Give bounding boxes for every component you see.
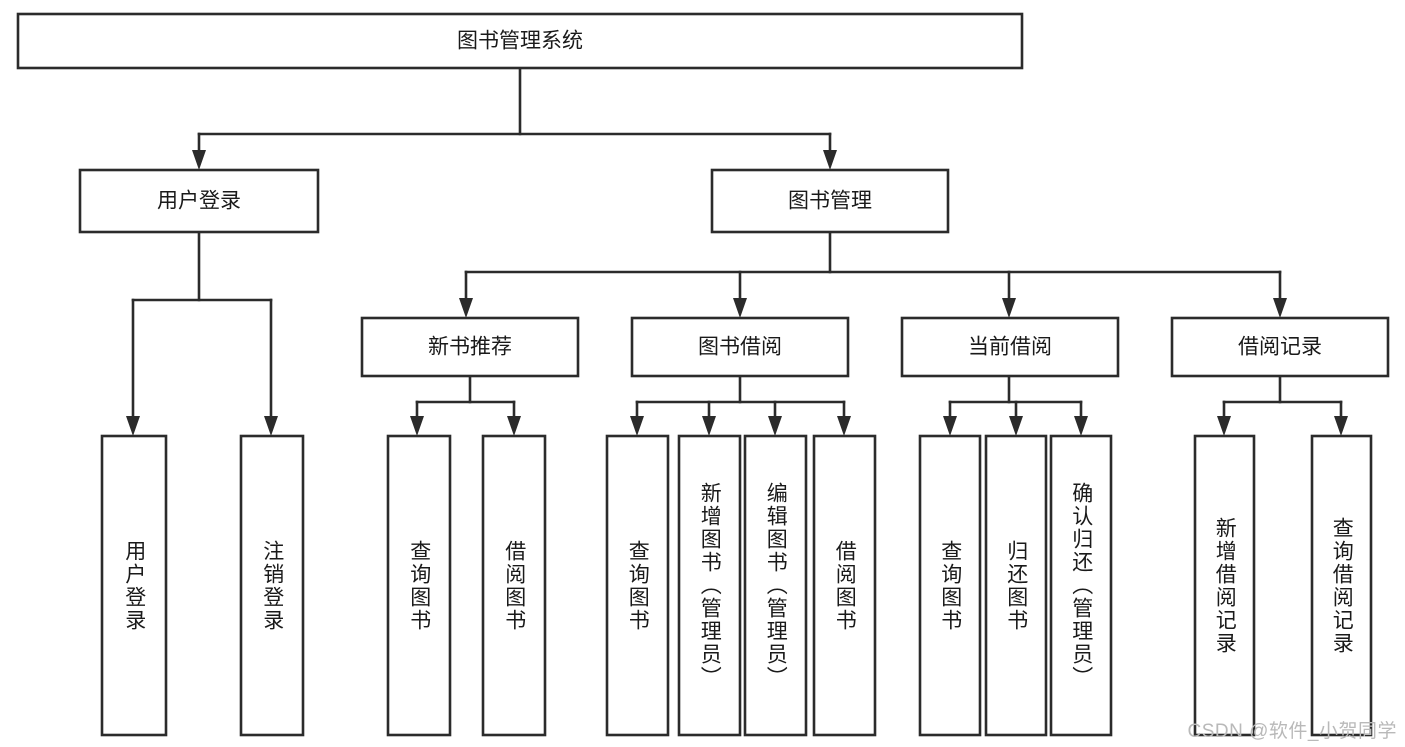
node-box-leaf-add-borrow-record[interactable] [1193, 434, 1256, 737]
arrow-leaf-return-icon [1009, 416, 1023, 436]
node-box-leaf-borrow-books-recommend[interactable] [481, 434, 547, 737]
node-box-leaf-query-books-borrow[interactable] [605, 434, 670, 737]
node-box-leaf-confirm-return-admin[interactable] [1049, 434, 1113, 737]
node-box-leaf-query-books-recommend[interactable] [386, 434, 452, 737]
arrow-leaf-query-record-icon [1334, 416, 1348, 436]
node-label-root: 图书管理系统 [457, 30, 583, 53]
node-box-leaf-add-book-admin[interactable] [677, 434, 742, 737]
arrow-leaf-confirm-return-icon [1074, 416, 1088, 436]
node-label-new-book-recommend: 新书推荐 [428, 336, 512, 359]
node-box-leaf-user-login[interactable] [100, 434, 168, 737]
arrow-leaf-query-borrow-icon [630, 416, 644, 436]
node-label-current-borrow: 当前借阅 [968, 336, 1052, 359]
arrow-current-icon [1002, 298, 1016, 318]
node-box-book-borrow[interactable] [630, 316, 850, 378]
node-label-book-borrow: 图书借阅 [698, 336, 782, 359]
arrow-records-icon [1273, 298, 1287, 318]
arrow-leaf-add-book-icon [702, 416, 716, 436]
arrow-leaf-add-record-icon [1217, 416, 1231, 436]
node-box-leaf-logout-login[interactable] [239, 434, 305, 737]
node-box-leaf-query-borrow-record[interactable] [1310, 434, 1373, 737]
node-box-new-book-recommend[interactable] [360, 316, 580, 378]
arrow-leaf-query-current-icon [943, 416, 957, 436]
arrow-leaf-borrow-rec-icon [507, 416, 521, 436]
node-box-book-management[interactable] [710, 168, 950, 234]
arrowheads-layer [126, 150, 1348, 436]
node-box-user-login[interactable] [78, 168, 320, 234]
node-box-current-borrow[interactable] [900, 316, 1120, 378]
watermark: CSDN @软件_小贺同学 [1187, 721, 1397, 742]
node-boxes-layer [16, 12, 1390, 737]
arrow-leaf-edit-book-icon [768, 416, 782, 436]
arrow-borrow-icon [733, 298, 747, 318]
node-label-borrow-records: 借阅记录 [1238, 336, 1322, 359]
arrow-leaf-borrow-book-icon [837, 416, 851, 436]
node-box-root[interactable] [16, 12, 1024, 70]
arrow-book-management-icon [823, 150, 837, 170]
arrow-leaf-user-login-icon [126, 416, 140, 436]
arrow-recommend-icon [459, 298, 473, 318]
arrow-leaf-query-rec-icon [410, 416, 424, 436]
node-box-leaf-edit-book-admin[interactable] [743, 434, 808, 737]
node-label-user-login: 用户登录 [157, 190, 241, 213]
arrow-user-login-icon [192, 150, 206, 170]
node-box-borrow-records[interactable] [1170, 316, 1390, 378]
node-label-book-management: 图书管理 [788, 190, 872, 213]
arrow-leaf-logout-icon [264, 416, 278, 436]
node-box-leaf-query-books-current[interactable] [918, 434, 982, 737]
node-box-leaf-borrow-book[interactable] [812, 434, 877, 737]
node-box-leaf-return-book[interactable] [984, 434, 1048, 737]
